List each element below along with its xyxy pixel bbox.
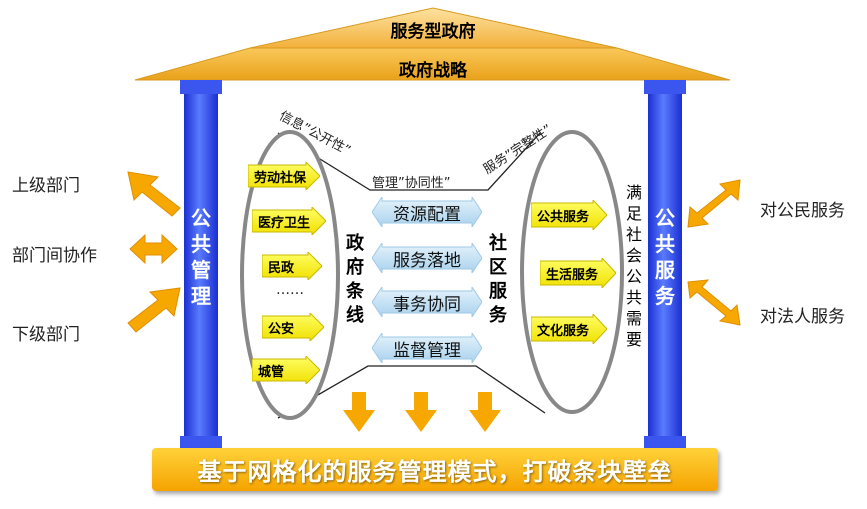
arrow-upper-dept <box>127 171 181 217</box>
center-item-2: 事务协同 <box>372 287 482 317</box>
down-arrows <box>343 392 501 432</box>
roof-beam <box>134 47 731 81</box>
left-pillar <box>180 80 222 452</box>
arrow-lower-dept <box>127 287 181 333</box>
arrow-citizen-service <box>687 179 741 228</box>
center-item-3-label: 监督管理 <box>393 340 461 361</box>
down-arrow-1 <box>343 392 375 432</box>
hourglass-outline <box>277 132 546 419</box>
left-item-upper: 上级部门 <box>12 176 80 196</box>
right-item-citizen: 对公民服务 <box>760 201 845 221</box>
center-item-2-label: 事务协同 <box>393 294 461 315</box>
annotation-management-collaboration: 管理”协同性” <box>372 176 451 191</box>
center-item-0-label: 资源配置 <box>393 204 461 225</box>
arrow-legal-person-service <box>687 279 741 326</box>
community-item-1-label: 生活服务 <box>546 267 599 283</box>
community-item-0: 公共服务 <box>531 200 607 230</box>
center-item-1: 服务落地 <box>372 243 482 273</box>
community-title: 社区服务 <box>489 233 507 326</box>
government-item-0: 劳动社保 <box>248 162 320 190</box>
community-item-1: 生活服务 <box>540 258 616 288</box>
arrow-cross-dept <box>129 233 178 265</box>
government-item-0-label: 劳动社保 <box>254 170 307 186</box>
government-item-1-label: 医疗卫生 <box>258 215 311 231</box>
right-pillar <box>644 80 686 452</box>
left-pillar-label: 公共管理 <box>191 206 211 308</box>
community-item-0-label: 公共服务 <box>537 209 590 225</box>
government-item-4-label: 公安 <box>268 321 295 337</box>
community-item-2-label: 文化服务 <box>537 323 590 339</box>
community-item-2: 文化服务 <box>531 314 607 344</box>
left-item-cross: 部门间协作 <box>12 246 97 266</box>
roof-top-label: 服务型政府 <box>390 22 476 42</box>
down-arrow-3 <box>469 392 501 432</box>
center-item-1-label: 服务落地 <box>393 250 461 271</box>
roof-beam-label: 政府战略 <box>399 61 467 81</box>
government-item-2: 民政 <box>262 252 322 280</box>
down-arrow-2 <box>405 392 437 432</box>
center-item-0: 资源配置 <box>372 197 482 227</box>
government-item-4: 公安 <box>262 313 324 341</box>
right-item-legal: 对法人服务 <box>760 307 845 327</box>
center-item-3: 监督管理 <box>372 333 482 363</box>
social-needs-label: 满足社会公共需要 <box>625 183 642 349</box>
government-item-1: 医疗卫生 <box>252 207 326 235</box>
right-pillar-label: 公共服务 <box>655 206 675 308</box>
bottom-banner: 基于网格化的服务管理模式，打破条块壁垒 <box>152 448 718 491</box>
government-line-title: 政府条线 <box>346 233 364 326</box>
left-item-lower: 下级部门 <box>12 325 80 345</box>
government-item-5-label: 城管 <box>258 364 285 380</box>
government-item-2-label: 民政 <box>268 260 295 276</box>
government-item-5: 城管 <box>252 356 320 384</box>
government-item-ellipsis: …… <box>276 282 304 298</box>
